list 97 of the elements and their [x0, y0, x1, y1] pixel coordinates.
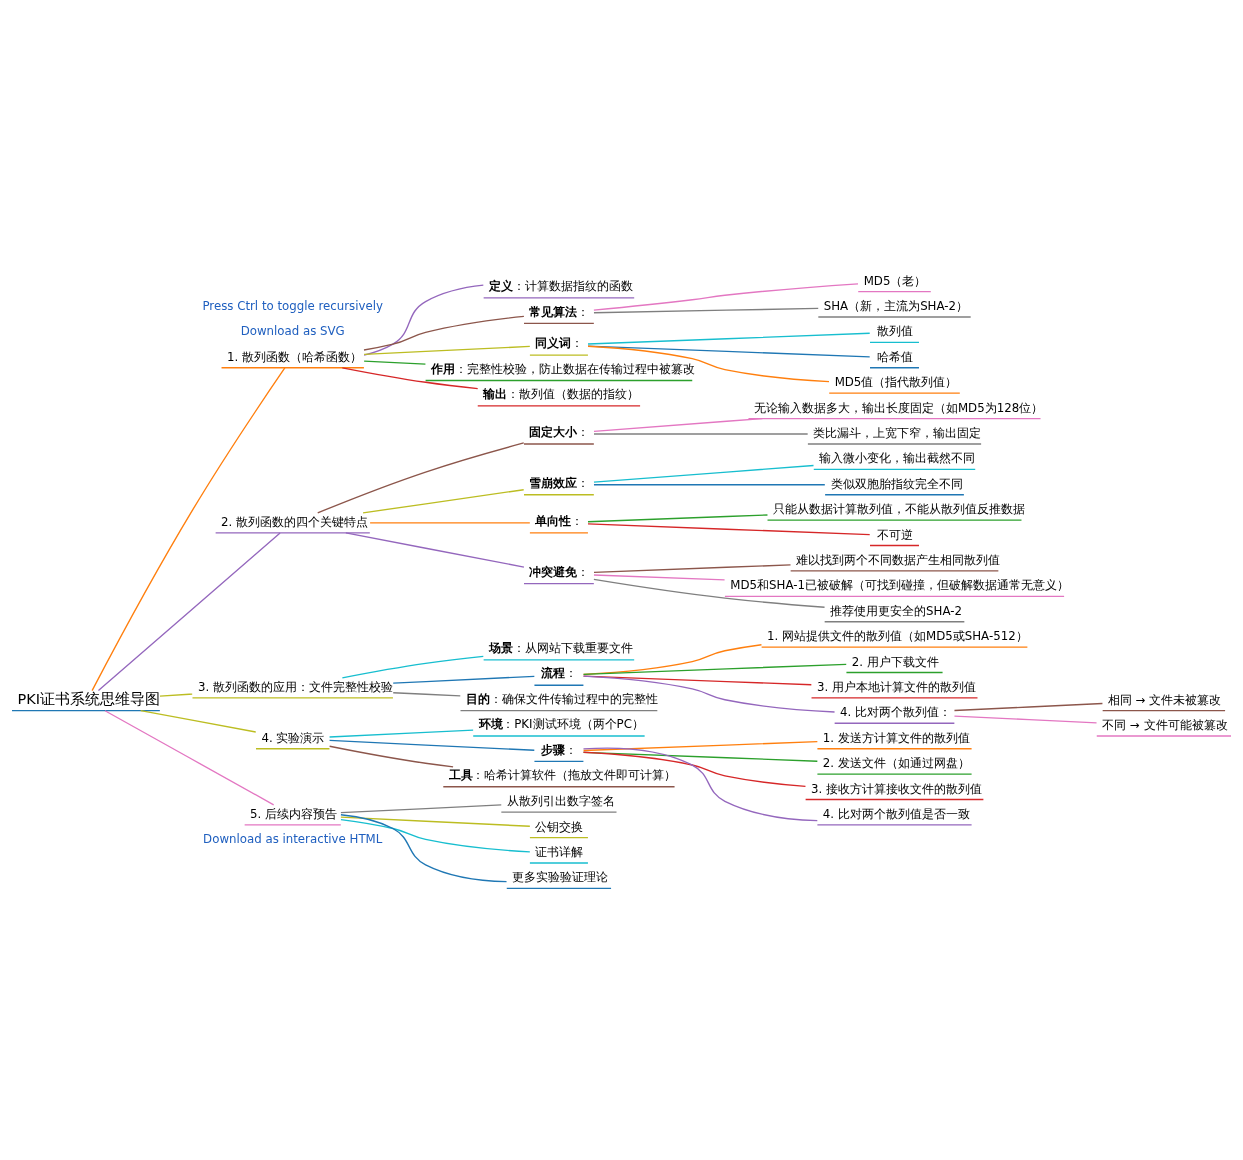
node-text: 5. 后续内容预告: [250, 806, 338, 821]
node-text: 类比漏斗，上宽下窄，输出固定: [813, 426, 982, 441]
connector: [363, 315, 525, 351]
connector: [587, 345, 871, 358]
node-text: 4. 比对两个散列值是否一致: [822, 806, 970, 821]
node-text: 3. 用户本地计算文件的散列值: [816, 680, 976, 695]
node-text: 4. 比对两个散列值：: [840, 705, 952, 720]
label: Press Ctrl to toggle recursively: [202, 299, 384, 314]
connector: [582, 747, 818, 822]
node-text: 哈希值: [876, 349, 913, 364]
connector: [593, 433, 809, 435]
connector: [392, 692, 461, 697]
connector: [97, 532, 281, 692]
node-text: 输入微小变化，输出截然不同: [819, 451, 976, 466]
connector: [140, 709, 257, 733]
node-text: 流程：: [541, 666, 577, 681]
node-text: 常见算法：: [529, 304, 589, 319]
node-text: 类似双胞胎指纹完全不同: [830, 476, 963, 491]
connector: [593, 574, 726, 581]
node-text: 作用：完整性校验，防止数据在传输过程中被篡改: [431, 361, 695, 376]
connector: [363, 284, 484, 356]
connector: [587, 345, 830, 383]
connector: [587, 523, 871, 536]
connector: [582, 663, 847, 675]
connector: [363, 345, 531, 356]
connector: [587, 332, 871, 345]
node-text: 固定大小：: [529, 425, 589, 440]
connector: [593, 464, 815, 483]
node-text: 不同 → 文件可能被篡改: [1102, 718, 1228, 733]
node-text: 2. 发送文件（如通过网盘）: [822, 756, 970, 771]
node-text: 步骤：: [541, 742, 577, 757]
connector: [582, 740, 819, 752]
connector: [392, 675, 535, 684]
connector: [340, 804, 502, 814]
connector: [317, 442, 525, 514]
node-text: 工具：哈希计算软件（拖放文件即可计算）: [448, 767, 677, 782]
connector: [104, 710, 275, 806]
connector: [362, 489, 525, 514]
connector: [593, 578, 826, 608]
connector: [341, 655, 484, 679]
node-text: 散列值: [876, 324, 913, 339]
connector: [369, 522, 531, 524]
node-text: MD5值（指代散列值）: [834, 375, 958, 390]
connector: [953, 702, 1104, 712]
node-text: 1. 发送方计算文件的散列值: [822, 730, 970, 745]
node-text: 输出：散列值（数据的指纹）: [483, 387, 639, 402]
node-text: 环境：PKI测试环境（两个PC）: [478, 717, 644, 732]
node-text: 从散列引出数字签名: [506, 794, 615, 809]
connector: [345, 532, 525, 568]
connector: [91, 367, 286, 692]
connector: [340, 818, 531, 853]
connector: [328, 739, 535, 751]
connector: [340, 816, 531, 827]
connector: [593, 564, 792, 574]
connector: [593, 484, 826, 486]
connector: [363, 360, 427, 365]
node-text: 推荐使用更安全的SHA-2: [830, 603, 962, 618]
node-text: 场景：从网站下载重要文件: [489, 641, 633, 656]
node-text: 1. 网站提供文件的散列值（如MD5或SHA-512）: [767, 629, 1028, 644]
node-text: 3. 接收方计算接收文件的散列值: [811, 781, 983, 796]
node-text: 证书详解: [535, 845, 584, 860]
node-text: 单向性：: [535, 514, 583, 529]
node-text: PKI证书系统思维导图: [17, 691, 160, 708]
node-text: 难以找到两个不同数据产生相同散列值: [796, 553, 1001, 568]
node-text: 雪崩效应：: [529, 475, 589, 490]
connector: [587, 514, 769, 523]
node-text: 冲突避免：: [529, 564, 589, 579]
node-text: 无论输入数据多大，输出长度固定（如MD5为128位）: [753, 400, 1044, 415]
node-text: MD5和SHA-1已被破解（可找到碰撞，但破解数据通常无意义）: [730, 578, 1069, 593]
connector: [582, 675, 836, 713]
node-text: 2. 用户下载文件: [851, 654, 939, 669]
label: Download as SVG: [240, 324, 345, 339]
node-text: 不可逆: [876, 527, 913, 542]
node-text: 相同 → 文件未被篡改: [1108, 692, 1222, 707]
connector: [593, 417, 764, 433]
connector: [582, 751, 807, 788]
connector: [328, 745, 454, 768]
connector: [953, 715, 1098, 724]
connector: [593, 307, 819, 314]
node-text: 目的：确保文件传输过程中的完整性: [465, 691, 658, 706]
node-text: 更多实验验证理论: [512, 870, 609, 885]
node-text: 4. 实验演示: [261, 730, 325, 745]
connector: [341, 367, 479, 390]
connector: [340, 814, 508, 883]
node-text: 公钥交换: [535, 819, 584, 834]
connector: [328, 729, 474, 738]
node-text: SHA（新，主流为SHA-2）: [823, 299, 969, 314]
node-text: MD5（老）: [863, 273, 927, 288]
node-text: 1. 散列函数（哈希函数）: [226, 349, 362, 364]
node-text: 2. 散列函数的四个关键特点: [221, 514, 369, 529]
node-text: 3. 散列函数的应用：文件完整性校验: [197, 680, 393, 695]
node-text: 同义词：: [535, 336, 583, 351]
connector: [159, 693, 193, 697]
label: Download as interactive HTML: [203, 832, 383, 847]
connector: [593, 283, 859, 311]
node-text: 只能从数据计算散列值，不能从散列值反推数据: [772, 502, 1025, 517]
node-text: 定义：计算数据指纹的函数: [489, 279, 633, 294]
